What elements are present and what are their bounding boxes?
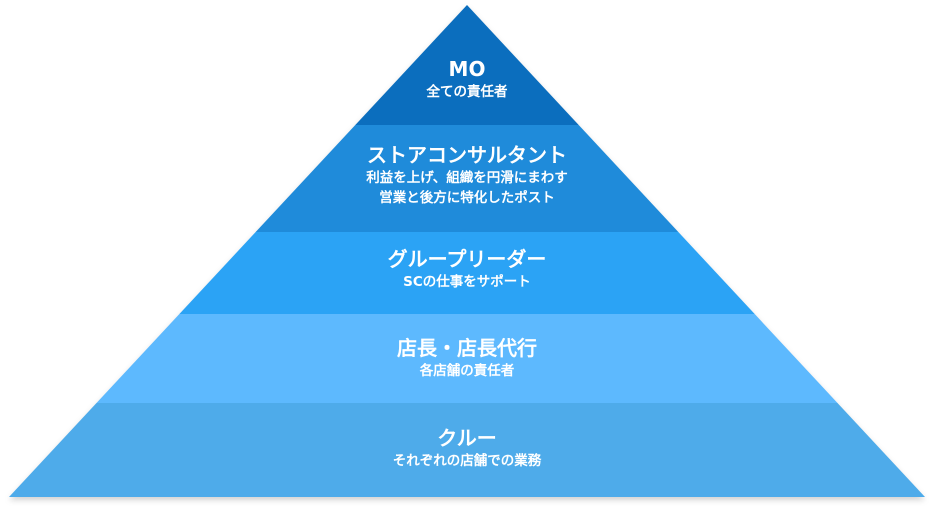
- tier-mo: MO 全ての責任者: [0, 56, 934, 102]
- tier-store-manager: 店長・店長代行 各店舗の責任者: [0, 335, 934, 381]
- tier-crew: クルー それぞれの店舗での業務: [0, 425, 934, 471]
- tier-title: 店長・店長代行: [397, 336, 537, 360]
- tier-title: MO: [448, 57, 486, 81]
- tier-desc: 営業と後方に特化したポスト: [379, 190, 555, 206]
- tier-desc: 各店舗の責任者: [419, 363, 515, 379]
- tier-desc: SCの仕事をサポート: [403, 274, 531, 290]
- tier-band: [9, 403, 925, 497]
- tier-title: グループリーダー: [387, 247, 547, 271]
- tier-desc: 利益を上げ、組織を円滑にまわす: [366, 170, 568, 186]
- tier-desc: 全ての責任者: [426, 84, 508, 100]
- tier-title: ストアコンサルタント: [367, 143, 567, 167]
- tier-desc: それぞれの店舗での業務: [392, 453, 542, 469]
- tier-group-leader: グループリーダー SCの仕事をサポート: [0, 246, 934, 292]
- tier-store-consultant: ストアコンサルタント 利益を上げ、組織を円滑にまわす 営業と後方に特化したポスト: [0, 142, 934, 208]
- tier-title: クルー: [437, 426, 497, 450]
